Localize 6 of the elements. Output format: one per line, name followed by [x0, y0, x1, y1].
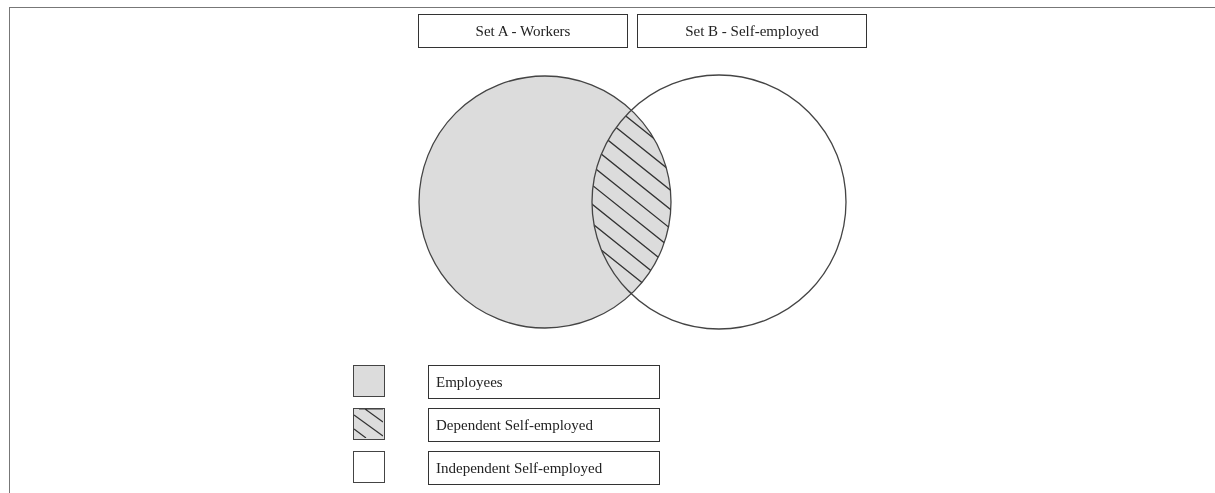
set-label-box: Set A - Workers [418, 14, 628, 48]
set-label-box: Set B - Self-employed [637, 14, 867, 48]
legend-label: Independent Self-employed [428, 451, 660, 485]
venn-circle [590, 73, 848, 331]
legend-label: Dependent Self-employed [428, 408, 660, 442]
legend-label: Employees [428, 365, 660, 399]
